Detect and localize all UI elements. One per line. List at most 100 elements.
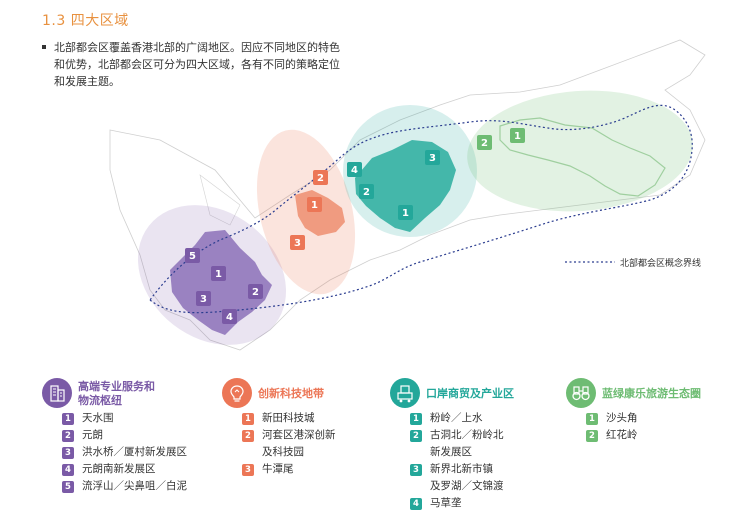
map-badge: 2 — [477, 135, 492, 150]
section-title: 1.3 四大区域 — [42, 13, 129, 29]
boundary-line — [149, 104, 693, 314]
item-number: 1 — [242, 413, 254, 425]
map-badge: 1 — [398, 205, 413, 220]
item-number: 5 — [62, 481, 74, 493]
svg-text:2: 2 — [363, 187, 370, 198]
item-number: 2 — [586, 430, 598, 442]
item-number: 1 — [62, 413, 74, 425]
list-item: 1 粉岭／上水 — [410, 410, 560, 427]
item-number: 2 — [242, 430, 254, 442]
item-label: 古洞北／粉岭北 — [430, 429, 504, 441]
intro-line: 北部都会区覆盖香港北部的广阔地区。因应不同地区的特色 — [54, 41, 340, 54]
region-header: 高端专业服务和 物流枢纽 — [42, 378, 212, 410]
item-number: 3 — [410, 464, 422, 476]
list-item: 5 流浮山／尖鼻咀／白泥 — [62, 478, 212, 495]
list-item: 2 元朗 — [62, 427, 212, 444]
land-outline — [109, 39, 706, 351]
item-number: 2 — [62, 430, 74, 442]
list-item: 4 元朗南新发展区 — [62, 461, 212, 478]
item-label: 马草垄 — [430, 497, 462, 509]
svg-text:1: 1 — [514, 131, 521, 142]
item-label: 红花岭 — [606, 429, 638, 441]
map-badge: 1 — [510, 128, 525, 143]
map-badge: 4 — [347, 162, 362, 177]
svg-text:2: 2 — [317, 173, 324, 184]
item-label: 及科技园 — [262, 446, 304, 458]
list-item: 2 红花岭 — [586, 427, 736, 444]
item-label: 元朗 — [82, 429, 103, 441]
item-label: 新界北新市镇 — [430, 463, 493, 475]
item-label: 流浮山／尖鼻咀／白泥 — [82, 480, 187, 492]
region-header: 口岸商贸及产业区 — [390, 378, 560, 410]
port-icon — [390, 378, 420, 408]
boundary-legend-label: 北部都会区概念界线 — [620, 259, 702, 269]
list-item: 1 新田科技城 — [242, 410, 392, 427]
region-item-list: 1 粉岭／上水 2 古洞北／粉岭北新发展区 3 新界北新市镇及罗湖／文锦渡 4 马草垄 — [410, 410, 560, 512]
list-item: 3 新界北新市镇及罗湖／文锦渡 — [410, 461, 560, 495]
svg-text:3: 3 — [429, 153, 436, 164]
region-title-line: 高端专业服务和 — [78, 380, 155, 393]
intro-paragraph: 北部都会区覆盖香港北部的广阔地区。因应不同地区的特色 和优势，北部都会区可分为四… — [42, 39, 372, 90]
region-title: 蓝绿康乐旅游生态圈 — [602, 387, 701, 400]
region-item-list: 1 天水围 2 元朗 3 洪水桥／厦村新发展区 4 元朗南新发展区 5 流浮山／尖鼻咀／白… — [62, 410, 212, 495]
svg-text:1: 1 — [215, 269, 222, 280]
svg-text:5: 5 — [189, 251, 196, 262]
map-badge: 1 — [211, 266, 226, 281]
item-number: 4 — [410, 498, 422, 510]
item-label: 洪水桥／厦村新发展区 — [82, 446, 187, 458]
intro-line: 和优势，北部都会区可分为四大区域，各有不同的策略定位 — [54, 58, 340, 71]
item-number: 3 — [62, 447, 74, 459]
item-label: 河套区港深创新 — [262, 429, 336, 441]
map-badge: 5 — [185, 248, 200, 263]
list-item: 1 天水围 — [62, 410, 212, 427]
svg-text:1: 1 — [402, 208, 409, 219]
svg-text:3: 3 — [200, 294, 207, 305]
region-header: 创新科技地带 — [222, 378, 392, 410]
map-badge: 4 — [222, 309, 237, 324]
item-number: 1 — [586, 413, 598, 425]
list-item: 2 古洞北／粉岭北新发展区 — [410, 427, 560, 461]
item-label: 新发展区 — [430, 446, 472, 458]
lightbulb-icon — [222, 378, 252, 408]
region-title-line: 物流枢纽 — [78, 394, 122, 407]
region-title: 口岸商贸及产业区 — [426, 387, 514, 400]
list-item: 4 马草垄 — [410, 495, 560, 512]
svg-text:2: 2 — [481, 138, 488, 149]
item-number: 1 — [410, 413, 422, 425]
item-label: 新田科技城 — [262, 412, 315, 424]
item-label: 沙头角 — [606, 412, 638, 424]
map-badge: 2 — [248, 284, 263, 299]
map-badge: 1 — [307, 197, 322, 212]
list-item: 1 沙头角 — [586, 410, 736, 427]
svg-text:2: 2 — [252, 287, 259, 298]
list-item: 2 河套区港深创新及科技园 — [242, 427, 392, 461]
region-header: 蓝绿康乐旅游生态圈 — [566, 378, 736, 410]
district-green — [499, 117, 666, 197]
map-badge: 2 — [359, 184, 374, 199]
item-label: 粉岭／上水 — [430, 412, 483, 424]
svg-text:1: 1 — [311, 200, 318, 211]
item-label: 天水围 — [82, 412, 114, 424]
map-badge: 3 — [425, 150, 440, 165]
list-item: 3 洪水桥／厦村新发展区 — [62, 444, 212, 461]
item-number: 2 — [410, 430, 422, 442]
svg-text:4: 4 — [226, 312, 233, 323]
building-icon — [42, 378, 72, 408]
binoculars-icon — [566, 378, 596, 408]
region-item-list: 1 沙头角 2 红花岭 — [586, 410, 736, 444]
item-label: 牛潭尾 — [262, 463, 294, 475]
map-badge: 2 — [313, 170, 328, 185]
item-number: 4 — [62, 464, 74, 476]
intro-line: 和发展主题。 — [54, 75, 120, 88]
map-badge: 3 — [290, 235, 305, 250]
item-label: 元朗南新发展区 — [82, 463, 156, 475]
region-title: 高端专业服务和 物流枢纽 — [78, 380, 188, 408]
svg-text:3: 3 — [294, 238, 301, 249]
item-label: 及罗湖／文锦渡 — [430, 480, 504, 492]
svg-text:4: 4 — [351, 165, 358, 176]
map-badge: 3 — [196, 291, 211, 306]
bullet-icon — [42, 45, 46, 49]
